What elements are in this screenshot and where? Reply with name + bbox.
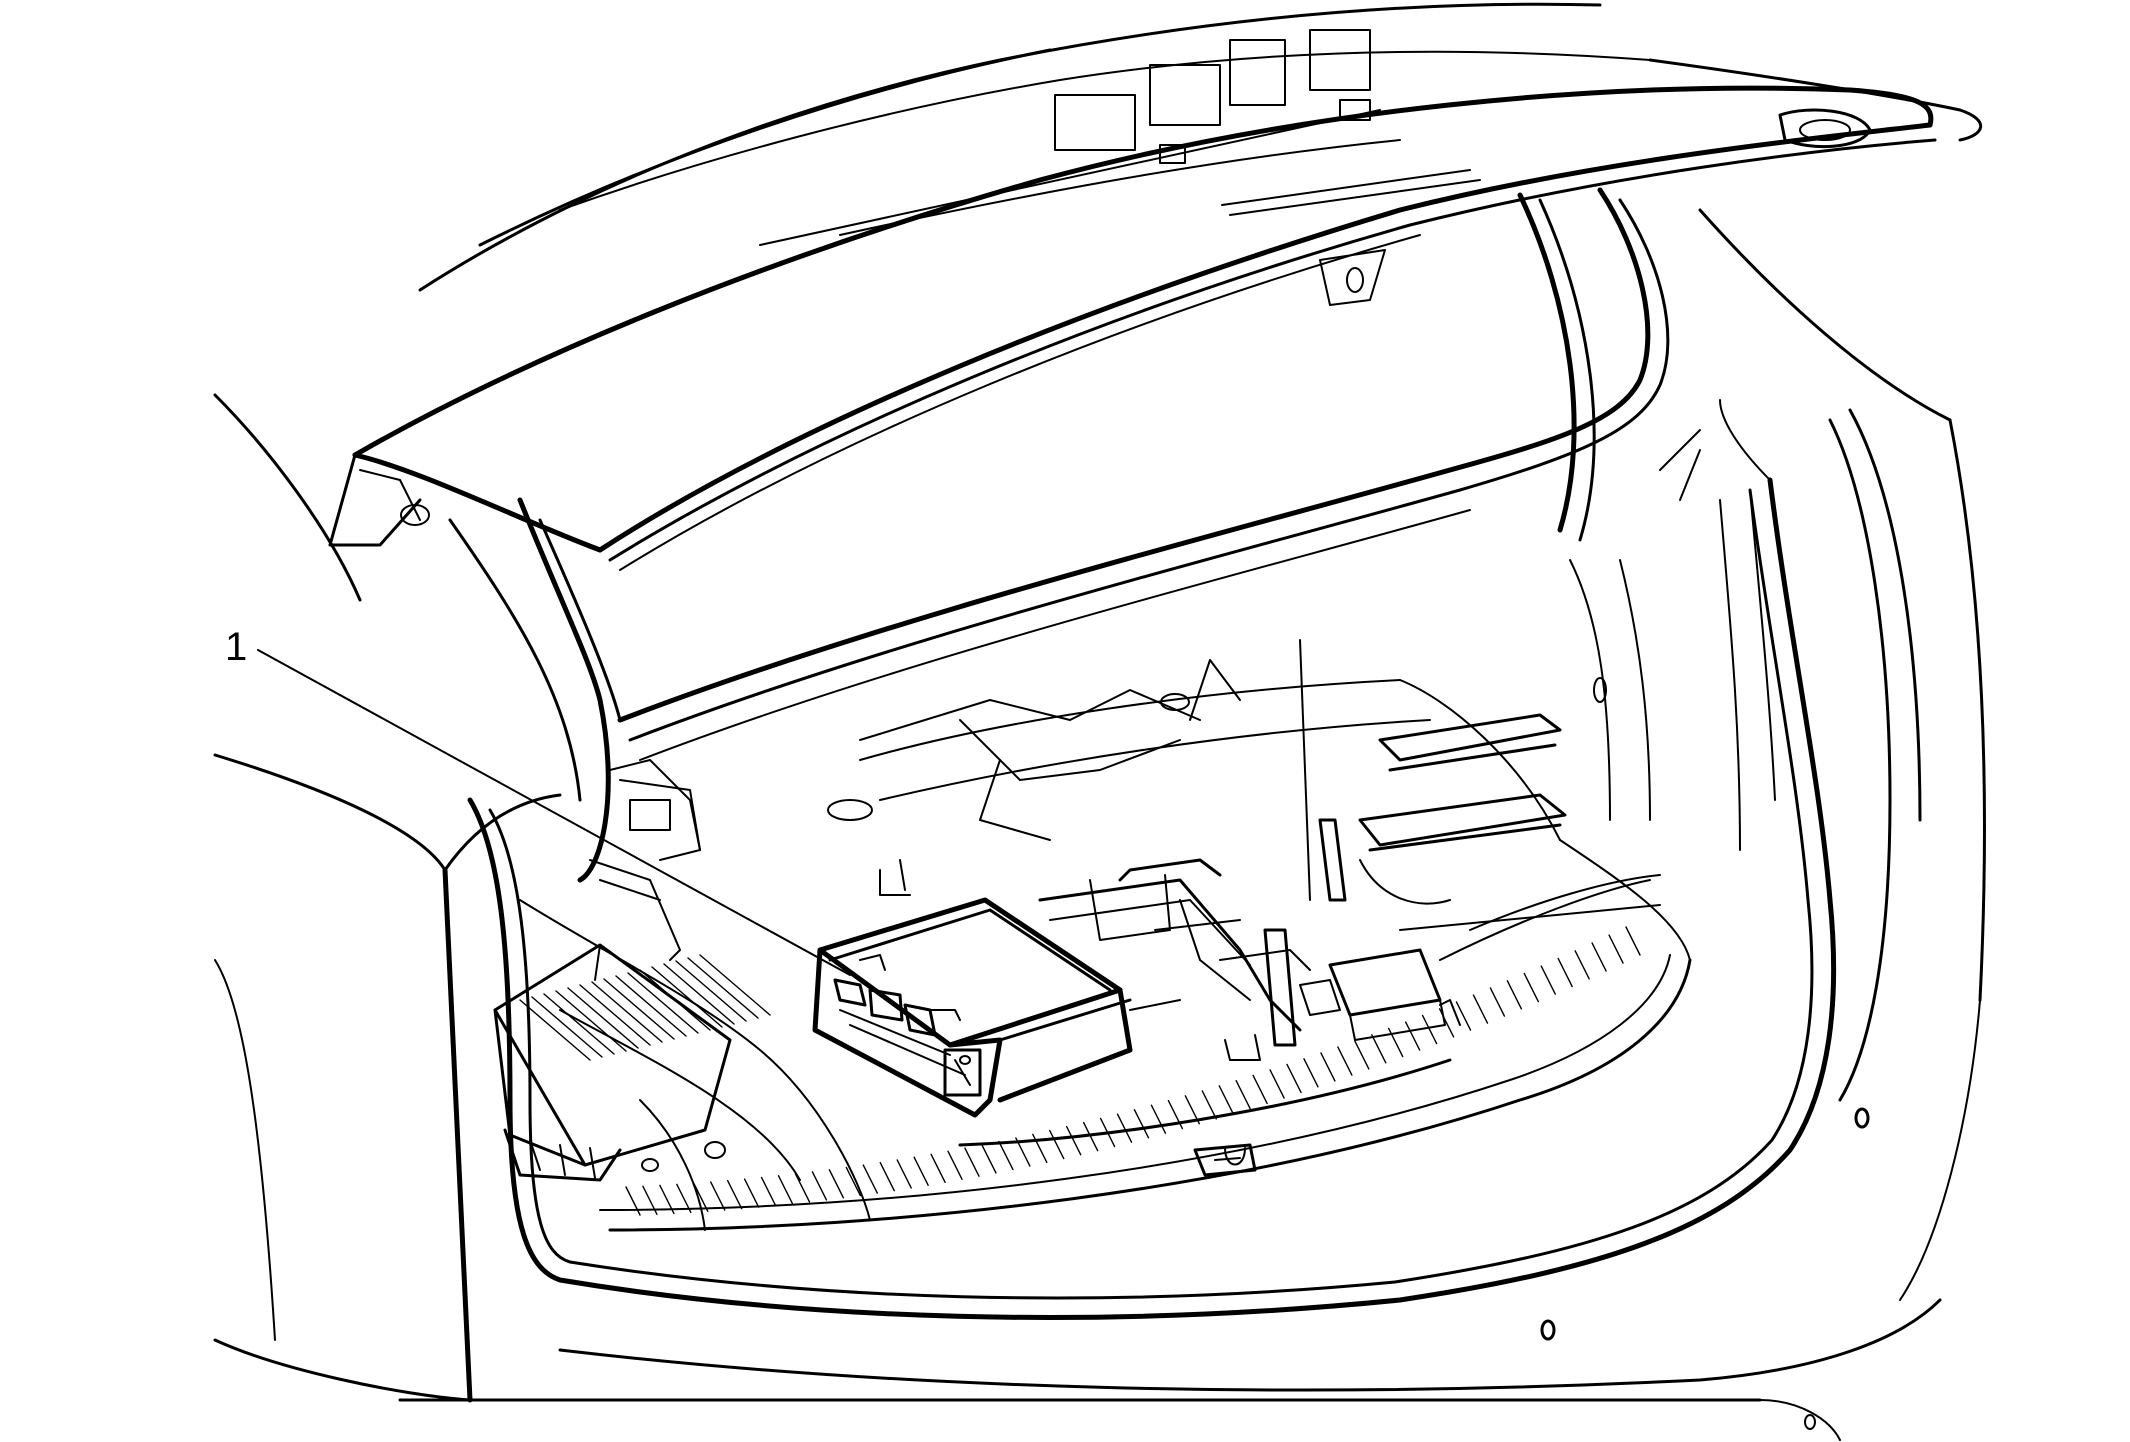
amplifier-fin — [579, 984, 651, 1046]
sill-hatch-line — [1523, 972, 1540, 1003]
amplifier-fin — [687, 957, 759, 1019]
sill-hatch-line — [1625, 926, 1641, 956]
amplifier-fin — [603, 978, 675, 1040]
sill-plate — [599, 926, 1692, 1232]
amplifier-fin — [699, 954, 771, 1016]
sill-hatch-line — [760, 1176, 777, 1207]
mounting-bracket — [1038, 818, 1347, 1061]
sill-hatch-line — [828, 1169, 845, 1199]
amplifier-fin — [615, 975, 687, 1037]
sill-hatch-line — [1049, 1129, 1065, 1160]
sill-hatch-line — [743, 1178, 760, 1208]
sill-hatch-line — [1015, 1137, 1031, 1167]
sill-hatch-line — [1150, 1104, 1167, 1134]
sill-hatch-line — [693, 1182, 709, 1212]
amplifier-fin — [663, 963, 735, 1025]
callout-1-label: 1 — [225, 625, 247, 669]
sill-hatch-line — [1371, 1034, 1387, 1064]
sill-hatch-line — [1082, 1121, 1099, 1152]
trunk-lid — [328, 2, 1983, 571]
sill-hatch-line — [794, 1173, 811, 1203]
amplifier-fins — [519, 954, 771, 1061]
amplifier-fin — [591, 981, 663, 1043]
right-small-module — [1299, 948, 1461, 1041]
sill-hatch-line — [1116, 1113, 1133, 1143]
sill-hatch-line — [862, 1164, 878, 1194]
misc-details — [609, 429, 1776, 851]
sill-hatch-line — [1557, 957, 1573, 988]
sill-hatch-line — [998, 1140, 1014, 1171]
sill-hatch-line — [981, 1144, 997, 1174]
sill-hatch-line — [1591, 942, 1607, 972]
sill-hatch-line — [1489, 987, 1506, 1017]
sill-hatch-line — [1201, 1090, 1217, 1120]
sill-hatch-line — [1303, 1058, 1319, 1088]
sill-hatch-line — [1218, 1085, 1234, 1115]
sill-hatch-line — [1167, 1099, 1184, 1130]
sill-hatch-line — [1472, 994, 1489, 1024]
amplifier-fin — [555, 990, 627, 1052]
sill-hatch-line — [625, 1186, 641, 1216]
amplifier-fin — [627, 972, 699, 1034]
sill-hatch-line — [913, 1156, 929, 1186]
sill-hatching — [625, 926, 1641, 1216]
sill-hatch-line — [710, 1181, 726, 1211]
amplifier-fin — [543, 993, 615, 1055]
sill-hatch-line — [1184, 1095, 1201, 1125]
sill-hatch-line — [1133, 1109, 1150, 1139]
sill-hatch-line — [676, 1183, 692, 1214]
amplifier-fin — [519, 999, 591, 1061]
rear-opening — [448, 187, 1670, 883]
sill-hatch-line — [659, 1184, 675, 1215]
sill-hatch-line — [1337, 1046, 1353, 1076]
sill-hatch-line — [1354, 1040, 1370, 1070]
sill-hatch-line — [1252, 1074, 1268, 1105]
amplifier-fin — [651, 966, 723, 1028]
right-quarter-panel — [398, 208, 1987, 1441]
amplifier-fin — [675, 960, 747, 1022]
sill-hatch-line — [1404, 1021, 1421, 1051]
sill-hatch-line — [964, 1147, 980, 1177]
callout-1-module — [812, 897, 1133, 1118]
sill-hatch-line — [1320, 1052, 1336, 1082]
callout-1-leader — [257, 649, 851, 976]
trunk-floor — [519, 559, 1691, 1231]
callout-1: 1 — [225, 625, 851, 976]
sill-hatch-line — [811, 1171, 828, 1201]
sill-hatch-line — [879, 1161, 895, 1192]
sill-hatch-line — [777, 1175, 794, 1205]
amplifier-module — [493, 779, 771, 1182]
sill-hatch-line — [1421, 1014, 1438, 1045]
sill-hatch-line — [1235, 1079, 1251, 1110]
sill-hatch-line — [726, 1179, 743, 1210]
sill-hatch-line — [1065, 1125, 1082, 1156]
left-quarter-panel — [213, 393, 562, 1403]
sill-hatch-line — [947, 1150, 963, 1181]
amplifier-fin — [639, 969, 711, 1031]
sill-hatch-line — [845, 1166, 862, 1197]
sill-hatch-line — [930, 1153, 946, 1184]
sill-hatch-line — [1540, 965, 1556, 995]
sill-hatch-line — [1455, 1001, 1472, 1031]
amplifier-fin — [567, 987, 639, 1049]
sill-hatch-line — [642, 1185, 658, 1215]
sill-hatch-line — [1269, 1069, 1285, 1099]
sill-hatch-line — [1286, 1063, 1302, 1094]
sill-hatch-line — [896, 1159, 912, 1189]
sill-hatch-line — [1099, 1117, 1116, 1148]
sill-hatch-line — [1506, 980, 1523, 1010]
sill-hatch-line — [1574, 950, 1590, 980]
amplifier-fin — [531, 996, 603, 1058]
sill-hatch-line — [1608, 934, 1624, 964]
sill-hatch-line — [1032, 1133, 1048, 1164]
